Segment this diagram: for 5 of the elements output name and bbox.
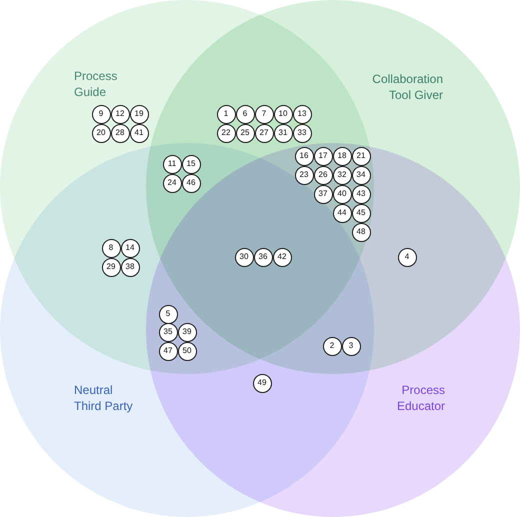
venn-circle bbox=[146, 143, 520, 517]
set-label: Neutral Third Party bbox=[74, 383, 134, 414]
set-label: Collaboration Tool Giver bbox=[371, 72, 443, 103]
set-label: Process Guide bbox=[74, 69, 118, 100]
set-label: Process Educator bbox=[396, 383, 445, 414]
